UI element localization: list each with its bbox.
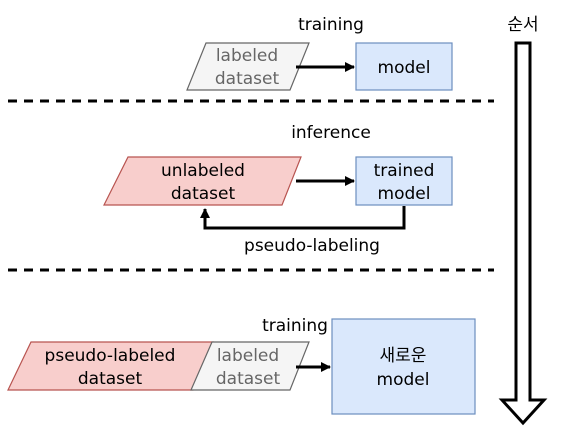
trained-model-label-line-1: trained — [374, 161, 435, 181]
trained-model-label-line-2: model — [378, 184, 431, 204]
new-model-box — [331, 318, 476, 415]
stage-1-training: training labeled dataset model — [186, 15, 453, 91]
unlabeled-dataset-label-line-2: dataset — [171, 184, 236, 204]
labeled-dataset-label-line-1: labeled — [216, 46, 278, 66]
stage-3-title: training — [262, 316, 328, 336]
labeled-dataset-shape-2 — [190, 341, 310, 391]
labeled-dataset-2-label-line-2: dataset — [216, 369, 281, 389]
new-model-label-line-1: 새로운 — [380, 346, 427, 366]
labeled-dataset-2-label-line-1: labeled — [217, 346, 279, 366]
labeled-dataset-label-line-2: dataset — [215, 69, 280, 89]
pseudo-labeled-dataset-label-line-1: pseudo-labeled — [45, 346, 176, 366]
order-label: 순서 — [507, 15, 538, 35]
labeled-dataset-shape — [186, 42, 310, 91]
model-box — [355, 42, 453, 91]
pseudo-labeling-label: pseudo-labeling — [244, 236, 380, 256]
stage-1-title: training — [298, 15, 364, 35]
pseudo-labeled-dataset-label-line-2: dataset — [78, 369, 143, 389]
new-model-label-line-2: model — [377, 370, 430, 390]
stage-2-title: inference — [291, 123, 371, 143]
stage-2-inference: inference unlabeled dataset trained mode… — [103, 123, 453, 256]
order-arrow — [498, 41, 548, 426]
trained-model-box — [355, 156, 453, 206]
pseudo-labeling-arrow — [200, 206, 406, 230]
unlabeled-dataset-label-line-1: unlabeled — [161, 161, 245, 181]
unlabeled-dataset-shape — [103, 156, 302, 206]
model-label: model — [378, 58, 431, 78]
stage-3-training: training pseudo-labeled dataset labeled … — [7, 316, 476, 415]
